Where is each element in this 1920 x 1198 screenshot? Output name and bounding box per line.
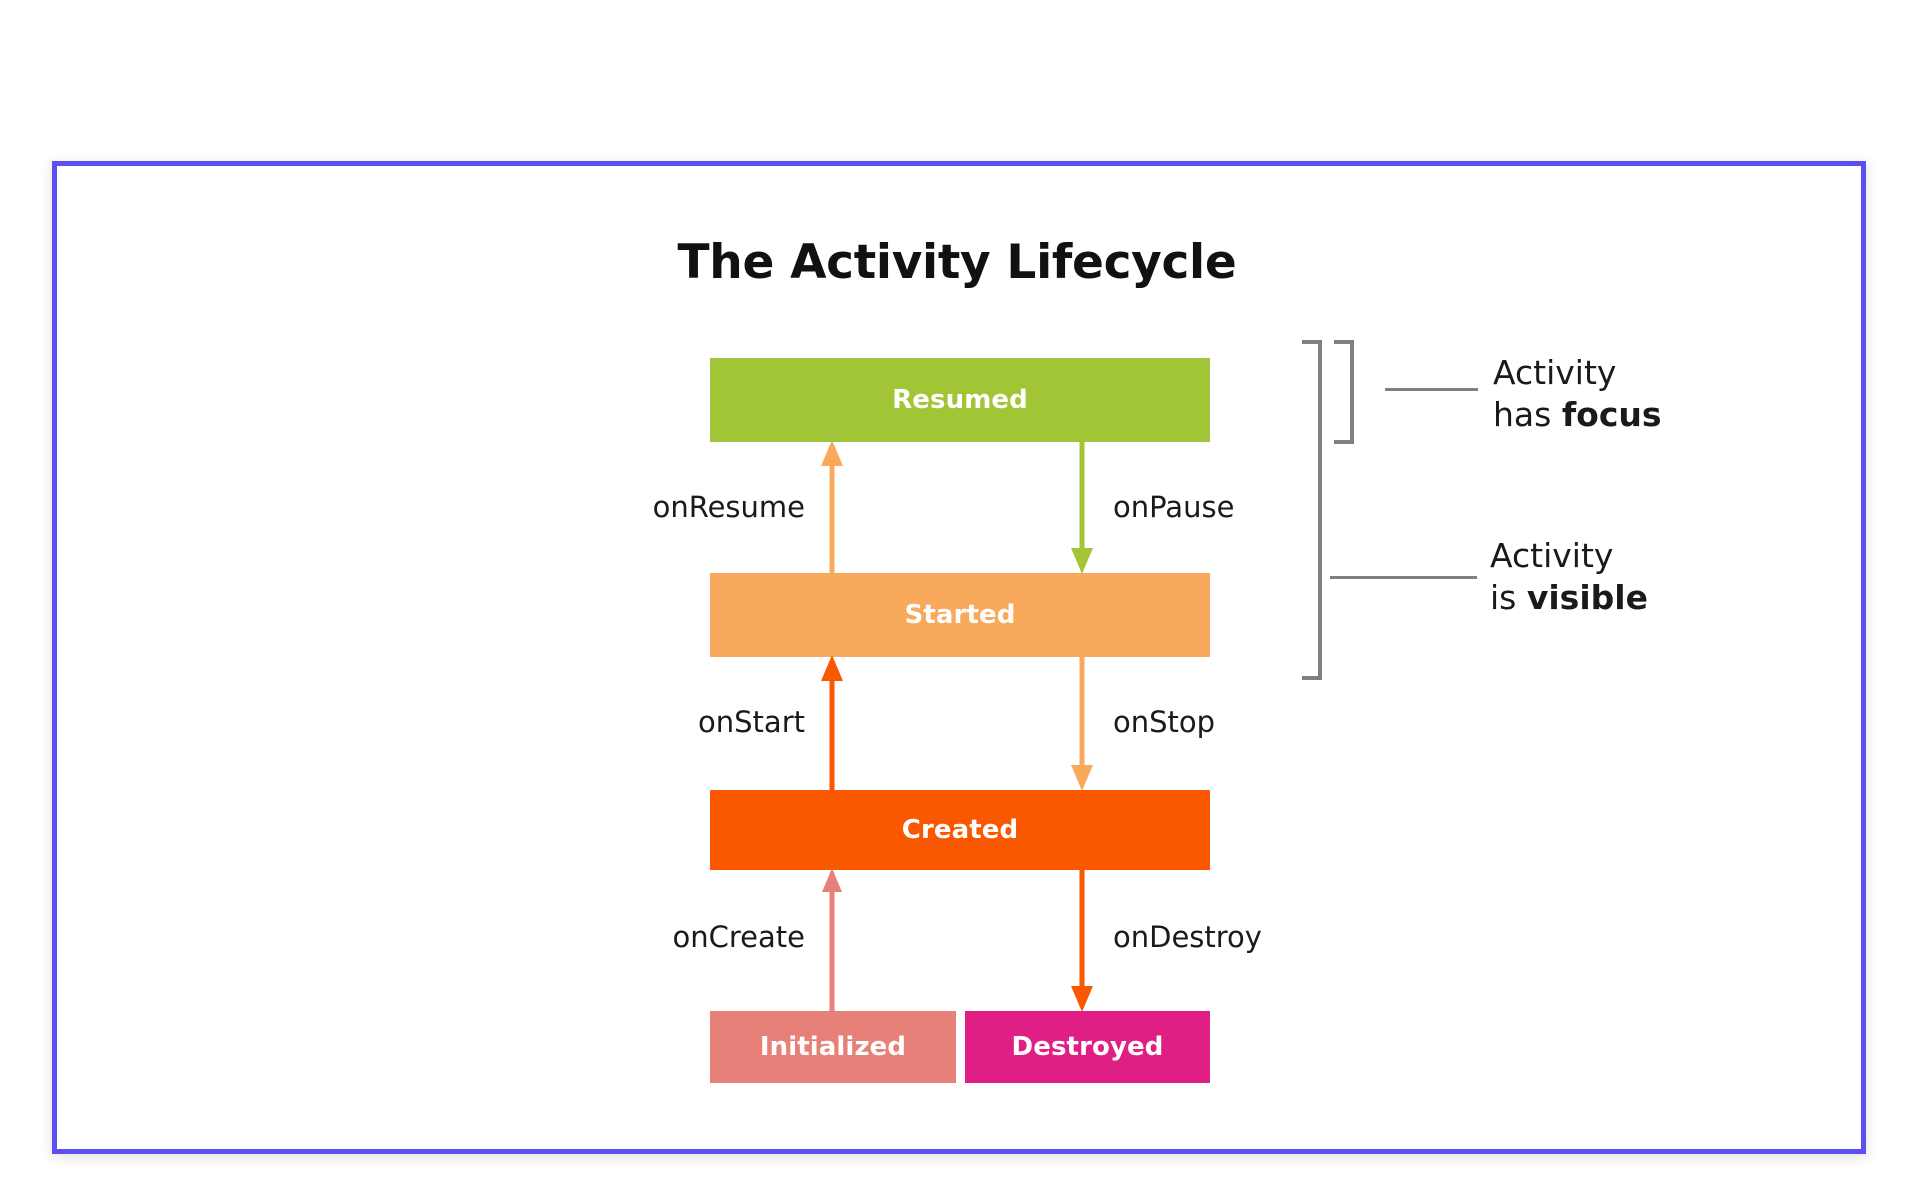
arrow-up-icon-oncreate — [820, 868, 844, 1012]
callout-visible-line2: is visible — [1490, 577, 1648, 619]
state-box-created[interactable]: Created — [710, 790, 1210, 870]
state-box-destroyed[interactable]: Destroyed — [965, 1011, 1210, 1083]
state-box-started[interactable]: Started — [710, 573, 1210, 657]
callout-focus-line1: Activity — [1493, 353, 1617, 392]
callout-focus: Activity has focus — [1493, 352, 1662, 436]
state-box-initialized[interactable]: Initialized — [710, 1011, 956, 1083]
leader-line-focus — [1385, 388, 1478, 391]
leader-line-visible — [1330, 576, 1477, 579]
transition-label-onpause: onPause — [1113, 490, 1235, 524]
slide-frame — [52, 161, 1866, 1154]
state-label-initialized: Initialized — [759, 1032, 907, 1062]
state-label-destroyed: Destroyed — [1011, 1032, 1164, 1062]
callout-visible-line2-light: is — [1490, 578, 1527, 618]
arrow-up-icon-onstart — [820, 655, 844, 791]
arrow-down-icon-onstop — [1070, 655, 1094, 791]
callout-visible-line2-strong: visible — [1526, 578, 1648, 618]
callout-focus-line2: has focus — [1493, 394, 1662, 436]
callout-visible-line1: Activity — [1490, 536, 1614, 575]
arrow-down-icon-ondestroy — [1070, 868, 1094, 1012]
state-label-created: Created — [901, 815, 1019, 845]
callout-focus-line2-strong: focus — [1561, 395, 1662, 435]
transition-label-onresume: onResume — [652, 490, 805, 524]
arrow-down-icon-onpause — [1070, 440, 1094, 574]
page-title-text: The Activity Lifecycle — [677, 235, 1237, 290]
transition-label-onstart: onStart — [698, 705, 805, 739]
state-label-resumed: Resumed — [892, 385, 1028, 415]
state-box-resumed[interactable]: Resumed — [710, 358, 1210, 442]
transition-label-onstop: onStop — [1113, 705, 1216, 739]
callout-visible: Activity is visible — [1490, 535, 1648, 619]
callout-focus-line2-light: has — [1493, 395, 1562, 435]
page-title: The Activity Lifecycle — [0, 235, 1920, 290]
transition-label-oncreate: onCreate — [672, 920, 805, 954]
arrow-up-icon-onresume — [820, 440, 844, 574]
state-label-started: Started — [904, 600, 1016, 630]
scope-brackets — [1280, 330, 1400, 690]
transition-label-ondestroy: onDestroy — [1113, 920, 1262, 954]
